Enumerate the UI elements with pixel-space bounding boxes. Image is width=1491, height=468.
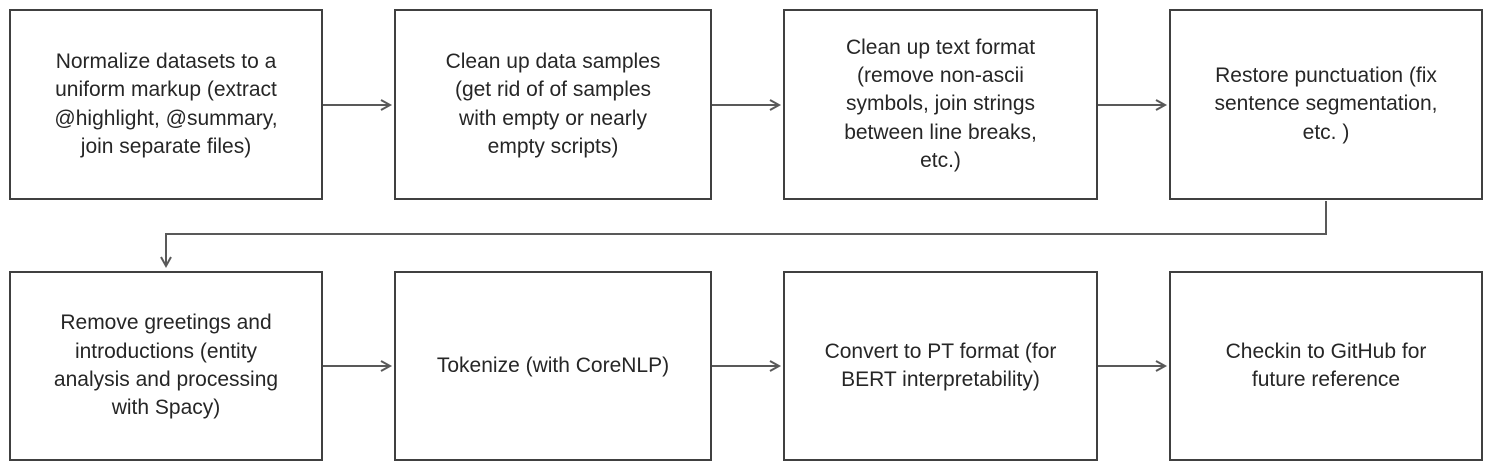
- node-remove-greetings: Remove greetings and introductions (enti…: [9, 271, 323, 461]
- node-checkin-github: Checkin to GitHub for future reference: [1169, 271, 1483, 461]
- arrow-restore-punctuation-to-remove-greetings: [160, 201, 1327, 269]
- node-clean-text-format: Clean up text format (remove non-ascii s…: [783, 9, 1098, 200]
- node-tokenize: Tokenize (with CoreNLP): [394, 271, 712, 461]
- node-restore-punctuation: Restore punctuation (fix sentence segmen…: [1169, 9, 1483, 200]
- node-clean-data-samples: Clean up data samples (get rid of of sam…: [394, 9, 712, 200]
- node-convert-pt-format: Convert to PT format (for BERT interpret…: [783, 271, 1098, 461]
- node-normalize-datasets: Normalize datasets to a uniform markup (…: [9, 9, 323, 200]
